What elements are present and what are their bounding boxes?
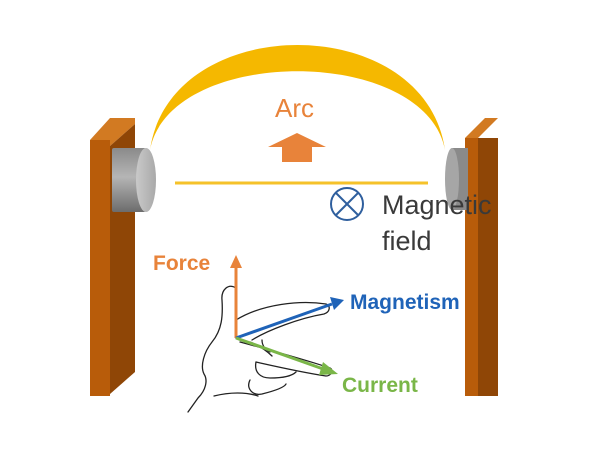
left-electrode xyxy=(112,148,156,212)
current-label: Current xyxy=(342,374,418,397)
magnetism-label: Magnetism xyxy=(350,291,460,314)
magnetic-field-label-line1: Magnetic xyxy=(382,190,492,220)
up-arrow-icon xyxy=(268,133,326,162)
magnetism-vector xyxy=(235,297,344,340)
magnetic-field-label-line2: field xyxy=(382,226,432,256)
right-electrode xyxy=(445,148,468,210)
current-vector xyxy=(235,336,338,375)
arc-label: Arc xyxy=(275,93,314,123)
force-vector xyxy=(230,255,242,338)
field-into-page-icon xyxy=(330,187,364,221)
electric-arc xyxy=(150,45,445,150)
force-label: Force xyxy=(153,252,210,275)
right-hand-outline xyxy=(187,285,333,413)
right-electrode-post xyxy=(465,118,498,396)
